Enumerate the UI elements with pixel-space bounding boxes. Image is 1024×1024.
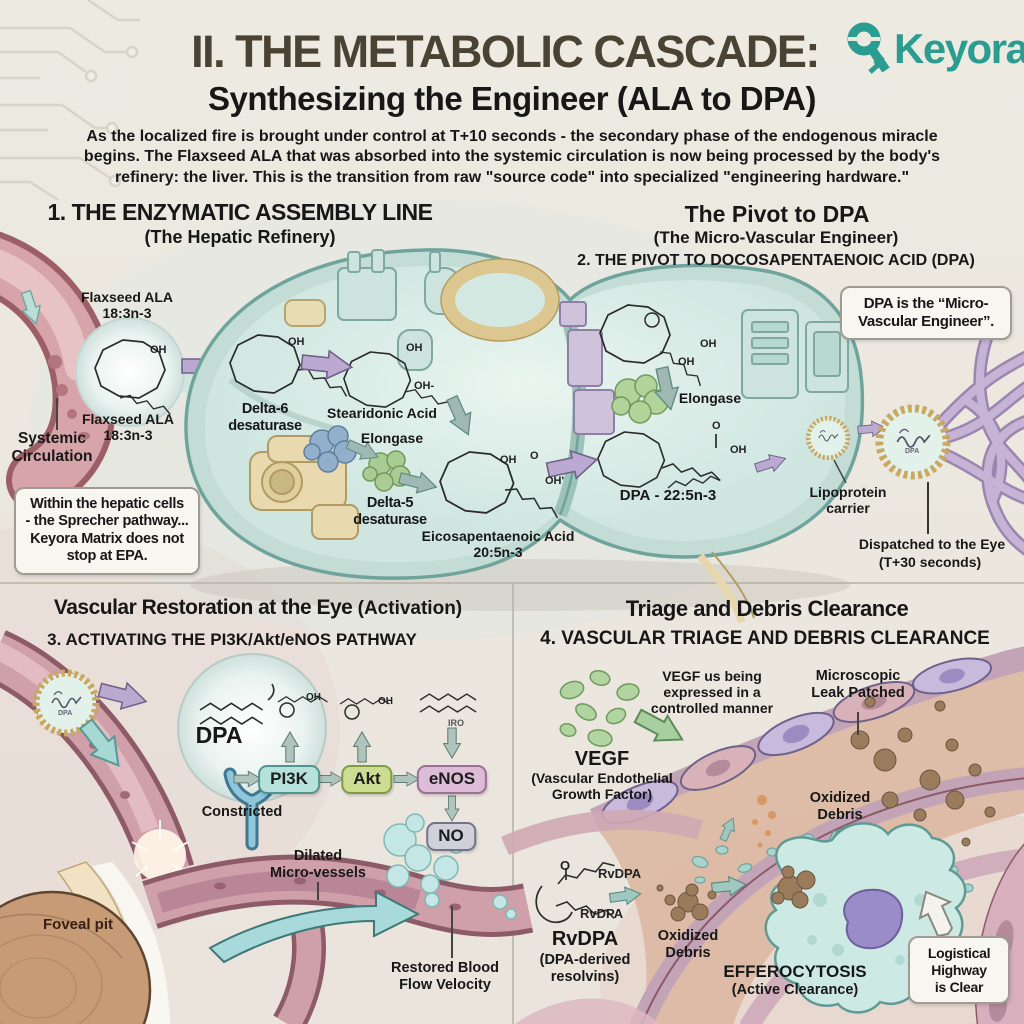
pathway-molecules bbox=[229, 304, 723, 519]
oh-glyph-m1: OH bbox=[288, 336, 305, 348]
lipoprotein-label: Lipoprotein carrier bbox=[809, 484, 887, 517]
vascular-network bbox=[930, 304, 1024, 556]
flaxseed-ala-top-label: Flaxseed ALA 18:3n-3 bbox=[80, 289, 174, 322]
elongase-enzyme-blue bbox=[303, 425, 357, 473]
dispatched-sublabel: (T+30 seconds) bbox=[878, 554, 982, 570]
rvdpa-sublabel: (DPA-derived resolvins) bbox=[539, 952, 631, 985]
o-glyph-dpa: O bbox=[712, 420, 721, 432]
akt-box: Akt bbox=[341, 765, 393, 794]
oh-glyph-m4a: OH bbox=[700, 338, 717, 350]
restored-flow-label: Restored Blood Flow Velocity bbox=[391, 960, 499, 993]
keyora-logo: Keyora bbox=[842, 20, 1024, 78]
panel2-subheading: (The Micro-Vascular Engineer) bbox=[653, 228, 899, 247]
hepatic-cell bbox=[184, 248, 865, 624]
lipoprotein-pointer-line bbox=[833, 459, 847, 484]
vegf-label: VEGF bbox=[574, 748, 630, 770]
panel2-subheading2: 2. THE PIVOT TO DOCOSAPENTAENOIC ACID (D… bbox=[577, 252, 975, 269]
panel3-heading: Vascular Restoration at the Eye (Activat… bbox=[54, 596, 462, 620]
dpa-engineer-note-box: DPA is the “Micro- Vascular Engineer”. bbox=[840, 286, 1012, 340]
systemic-circulation-label: Systemic Circulation bbox=[11, 430, 93, 465]
panel4-subheading: 4. VASCULAR TRIAGE AND DEBRIS CLEARANCE bbox=[540, 628, 990, 649]
efferocytosis-label: EFFEROCYTOSIS bbox=[723, 962, 867, 981]
sprecher-note-box: Within the hepatic cells - the Sprecher … bbox=[14, 487, 200, 575]
rvdpa-label: RvDPA bbox=[551, 928, 619, 950]
panel3-heading-bold: Vascular Restoration at the Eye bbox=[53, 596, 353, 619]
dpa-molecule-label: DPA - 22:5n-3 bbox=[620, 487, 716, 504]
constricted-label: Constricted bbox=[201, 804, 283, 820]
enos-box: eNOS bbox=[416, 765, 488, 794]
signaling-molecules bbox=[277, 693, 477, 720]
elongase1-label: Elongase bbox=[360, 430, 424, 446]
vegf-molecules bbox=[559, 670, 640, 747]
oh-dash-glyph-m2: OH- bbox=[414, 380, 435, 392]
page-title: II. THE METABOLIC CASCADE: bbox=[191, 26, 820, 77]
dilated-label: Dilated Micro-vessels bbox=[270, 848, 366, 881]
dpa-rest: - 22:5n-3 bbox=[650, 487, 717, 504]
panel1-heading: 1. THE ENZYMATIC ASSEMBLY LINE bbox=[47, 199, 434, 225]
flaxseed-ala-molecule bbox=[75, 317, 185, 427]
oh-glyph-dpa: OH bbox=[730, 444, 747, 456]
intro-paragraph: As the localized fire is brought under c… bbox=[83, 128, 941, 186]
page-subtitle: Synthesizing the Engineer (ALA to DPA) bbox=[207, 80, 817, 117]
rvdpa-molecule bbox=[535, 858, 617, 924]
oxidized-debris-center-label: Oxidized Debris bbox=[657, 928, 719, 961]
oh-glyph-circle: OH bbox=[150, 344, 167, 356]
delta6-label: Delta-6 desaturase bbox=[228, 401, 302, 434]
panel3-heading-light: (Activation) bbox=[352, 598, 463, 619]
panel1-subheading: (The Hepatic Refinery) bbox=[144, 227, 336, 247]
lipoprotein-particle-large bbox=[879, 408, 946, 475]
oxidized-debris-clump bbox=[656, 883, 717, 922]
panel2-heading: The Pivot to DPA bbox=[684, 201, 870, 227]
vegf-sublabel: (Vascular Endothelial Growth Factor) bbox=[531, 770, 673, 803]
efferocytosis-sublabel: (Active Clearance) bbox=[731, 982, 859, 998]
o-glyph-epa: O bbox=[530, 450, 539, 462]
iro-glyph: IRO bbox=[448, 718, 465, 728]
elongase2-label: Elongase bbox=[678, 390, 742, 406]
foveal-pit-label: Foveal pit bbox=[42, 916, 114, 933]
panel-dividers bbox=[0, 582, 1024, 1024]
circuit-decoration bbox=[0, 0, 140, 202]
panel3-subheading: 3. ACTIVATING THE PI3K/Akt/eNOS PATHWAY bbox=[47, 630, 417, 649]
dpa-tiny-lipo-large: DPA bbox=[905, 448, 920, 455]
delta5-label: Delta-5 desaturase bbox=[353, 495, 427, 528]
stearidonic-label: Stearidonic Acid bbox=[327, 405, 437, 421]
panel4-heading: Triage and Debris Clearance bbox=[625, 596, 909, 621]
flaxseed-ala-bold-label: Flaxseed ALA 18:3n-3 bbox=[81, 411, 175, 444]
oh-tick-glyph-epa: OH' bbox=[545, 475, 565, 487]
restored-flow-arrow bbox=[208, 890, 421, 964]
dpa-tiny-lipo-q3: DPA bbox=[58, 710, 73, 717]
lipoprotein-particle-small bbox=[808, 418, 848, 458]
oh-glyph-epa: OH bbox=[500, 454, 517, 466]
logo-text: Keyora bbox=[894, 25, 1024, 72]
dispatched-label: Dispatched to the Eye bbox=[858, 536, 1006, 552]
oh-glyph-q3b: OH bbox=[378, 696, 393, 707]
no-box: NO bbox=[426, 822, 476, 851]
vegf-note-label: VEGF us being expressed in a controlled … bbox=[650, 668, 774, 717]
rvdpa-bottom-glyph: RvDPA bbox=[580, 906, 624, 921]
dpa-big-label: DPA bbox=[195, 722, 243, 748]
o-glyph-rvdpa: O bbox=[560, 858, 571, 873]
oh-glyph-q3a: OH bbox=[306, 692, 321, 703]
highway-note-box: Logistical Highway is Clear bbox=[908, 936, 1010, 1005]
rvdpa-top-glyph: RvDPA bbox=[598, 866, 642, 881]
pi3k-box: PI3K bbox=[258, 765, 320, 794]
leak-patched-label: Microscopic Leak Patched bbox=[811, 668, 905, 701]
key-icon bbox=[847, 22, 890, 74]
oxidized-debris-right-label: Oxidized Debris bbox=[809, 790, 871, 823]
oh-glyph-m4b: OH bbox=[678, 356, 695, 368]
dpa-bold: DPA bbox=[619, 487, 651, 504]
epa-label: Eicosapentaenoic Acid 20:5n-3 bbox=[421, 528, 575, 561]
oh-glyph-m2: OH bbox=[406, 342, 423, 354]
highway-clear-arrow bbox=[918, 890, 954, 938]
